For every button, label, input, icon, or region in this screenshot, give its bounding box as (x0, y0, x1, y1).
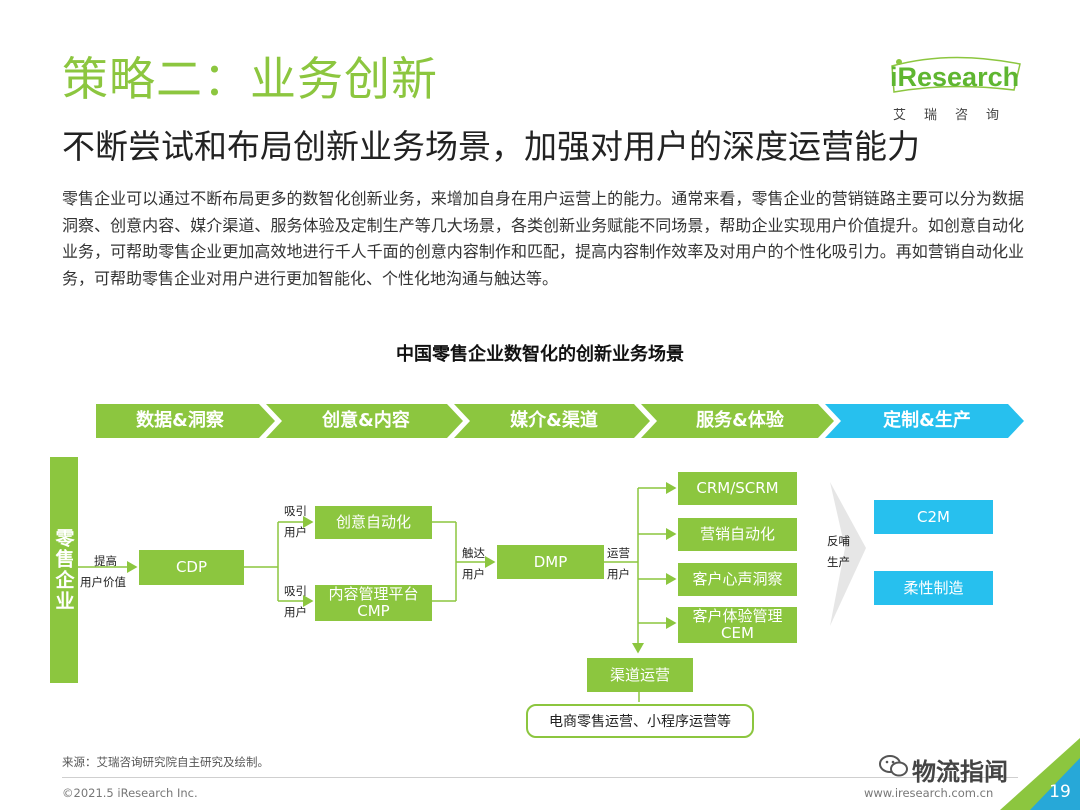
source-note: 来源：艾瑞咨询研究院自主研究及绘制。 (62, 755, 269, 769)
node-crm: CRM/SCRM (678, 472, 797, 505)
edge-label-attract-2-line2: 用户 (284, 605, 307, 619)
node-cmp: 内容管理平台 CMP (315, 585, 432, 621)
logo-chinese-text: 艾瑞咨询 (893, 108, 1018, 123)
stage-chevron-1 (96, 404, 275, 438)
page-number: 19 (1049, 782, 1071, 802)
stage-creative-content: 创意&内容 (322, 410, 410, 431)
edge-label-attract-2-line1: 吸引 (284, 584, 307, 598)
feedback-arrow-shape (830, 482, 866, 626)
stage-service-experience: 服务&体验 (696, 410, 784, 431)
node-channel-ops: 渠道运营 (587, 658, 693, 692)
node-dmp: DMP (497, 545, 604, 579)
edge-label-raise-line2: 用户价值 (80, 575, 126, 589)
edge-label-operate: 运营 用户 (607, 543, 630, 585)
edge-label-raise: 提高 用户价值 (80, 551, 126, 593)
intro-paragraph: 零售企业可以通过不断布局更多的数智化创新业务，来增加自身在用户运营上的能力。通常… (62, 189, 1024, 288)
watermark-text: 物流指闻 (912, 758, 1008, 786)
logo-swoosh-icon (891, 56, 1021, 93)
diagram-title: 中国零售企业数智化的创新业务场景 (396, 344, 684, 365)
node-creative-automation: 创意自动化 (315, 506, 432, 539)
edge-label-reach-line1: 触达 (462, 546, 485, 560)
node-flexible-manufacturing: 柔性制造 (874, 571, 993, 605)
iresearch-logo: iResearch (890, 56, 1022, 98)
edge-label-attract-1-line1: 吸引 (284, 504, 307, 518)
node-c2m: C2M (874, 500, 993, 534)
footer-url[interactable]: www.iresearch.com.cn (864, 786, 994, 800)
stage-chevron-4 (641, 404, 834, 438)
stage-chevron-5 (825, 404, 1024, 438)
footer-divider (62, 777, 1018, 778)
node-cem-line2: CEM (721, 624, 754, 642)
logo-brand-text: iResearch (890, 62, 1020, 92)
edge-label-reach: 触达 用户 (462, 543, 485, 585)
node-cem-line1: 客户体验管理 (692, 607, 783, 625)
page-subtitle: 不断尝试和布局创新业务场景，加强对用户的深度运营能力 (62, 127, 920, 166)
stage-media-channel: 媒介&渠道 (510, 410, 598, 431)
retail-enterprise-bar: 零售企业 (50, 457, 78, 683)
edge-label-reach-line2: 用户 (462, 567, 485, 581)
node-marketing-automation: 营销自动化 (678, 518, 797, 551)
page-title: 策略二：业务创新 (62, 52, 438, 106)
edge-label-operate-line1: 运营 (607, 546, 630, 560)
node-cmp-line1: 内容管理平台 (328, 585, 419, 603)
edge-label-attract-1-line2: 用户 (284, 525, 307, 539)
edge-label-operate-line2: 用户 (607, 567, 630, 581)
stage-chevron-2 (266, 404, 463, 438)
node-cmp-line2: CMP (357, 602, 390, 620)
wechat-icon (879, 755, 908, 777)
copyright-text: ©2021.5 iResearch Inc. (62, 786, 198, 800)
edge-label-raise-line1: 提高 (94, 554, 117, 568)
node-channel-examples: 电商零售运营、小程序运营等 (526, 704, 754, 738)
stage-custom-production: 定制&生产 (883, 410, 971, 431)
node-voc: 客户心声洞察 (678, 563, 797, 596)
stage-data-insight: 数据&洞察 (136, 410, 224, 431)
node-cdp: CDP (139, 550, 244, 585)
edge-label-attract-1: 吸引 用户 (284, 501, 307, 543)
edge-label-feedback-line1: 反哺 (827, 534, 850, 548)
edge-label-feedback: 反哺 生产 (827, 531, 850, 573)
edge-label-attract-2: 吸引 用户 (284, 581, 307, 623)
edge-label-feedback-line2: 生产 (827, 555, 850, 569)
stage-chevron-3 (454, 404, 650, 438)
node-cem: 客户体验管理 CEM (678, 607, 797, 643)
